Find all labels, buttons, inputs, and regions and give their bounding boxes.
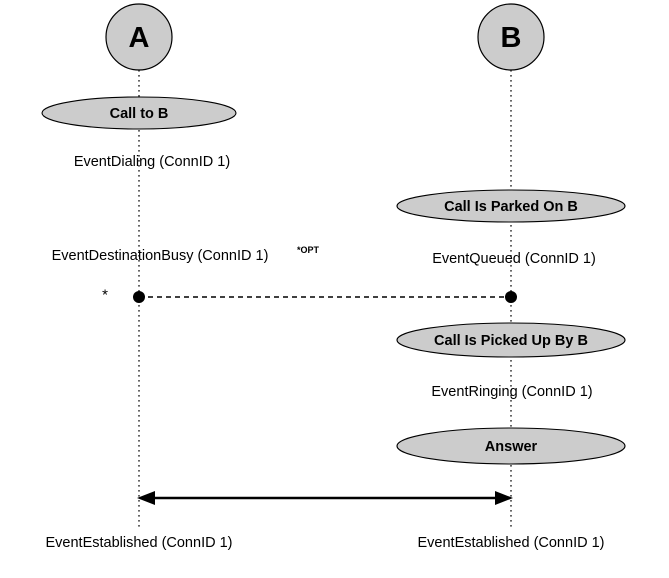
actor-a-circle — [105, 3, 173, 71]
arrowhead-right-icon — [495, 491, 513, 505]
action-answer[interactable]: Answer — [396, 427, 626, 465]
optional-marker-asterisk: * — [102, 287, 108, 304]
actor-b-label: B — [501, 22, 522, 54]
action-call-to-b-ellipse — [41, 96, 237, 130]
action-call-is-picked-up-by-b-label: Call Is Picked Up By B — [434, 333, 588, 349]
action-call-is-picked-up-by-b-ellipse — [396, 322, 626, 358]
actor-b[interactable]: B — [477, 3, 545, 71]
event-destination-busy-label: EventDestinationBusy (ConnID 1) — [52, 248, 269, 264]
connector-dot-right — [505, 291, 517, 303]
action-call-to-b-label: Call to B — [110, 106, 169, 122]
action-answer-label: Answer — [485, 439, 538, 455]
arrowhead-left-icon — [137, 491, 155, 505]
actor-a-label: A — [129, 22, 150, 54]
event-queued-label: EventQueued (ConnID 1) — [432, 251, 596, 267]
actor-a[interactable]: A — [105, 3, 173, 71]
event-dialing-label: EventDialing (ConnID 1) — [74, 154, 230, 170]
event-ringing-label: EventRinging (ConnID 1) — [431, 384, 592, 400]
event-established-a-label: EventEstablished (ConnID 1) — [46, 535, 233, 551]
connector-dot-left — [133, 291, 145, 303]
action-call-is-picked-up-by-b[interactable]: Call Is Picked Up By B — [396, 322, 626, 358]
actor-b-circle — [477, 3, 545, 71]
action-answer-ellipse — [396, 427, 626, 465]
action-call-is-parked-on-b[interactable]: Call Is Parked On B — [396, 189, 626, 223]
event-established-b-label: EventEstablished (ConnID 1) — [418, 535, 605, 551]
action-call-is-parked-on-b-ellipse — [396, 189, 626, 223]
connector-optional-busy-link[interactable]: * — [102, 287, 517, 304]
action-call-to-b[interactable]: Call to B — [41, 96, 237, 130]
connector-established-link[interactable] — [137, 491, 513, 505]
action-call-is-parked-on-b-label: Call Is Parked On B — [444, 199, 578, 215]
event-destination-busy-superscript: *OPT — [297, 245, 320, 255]
